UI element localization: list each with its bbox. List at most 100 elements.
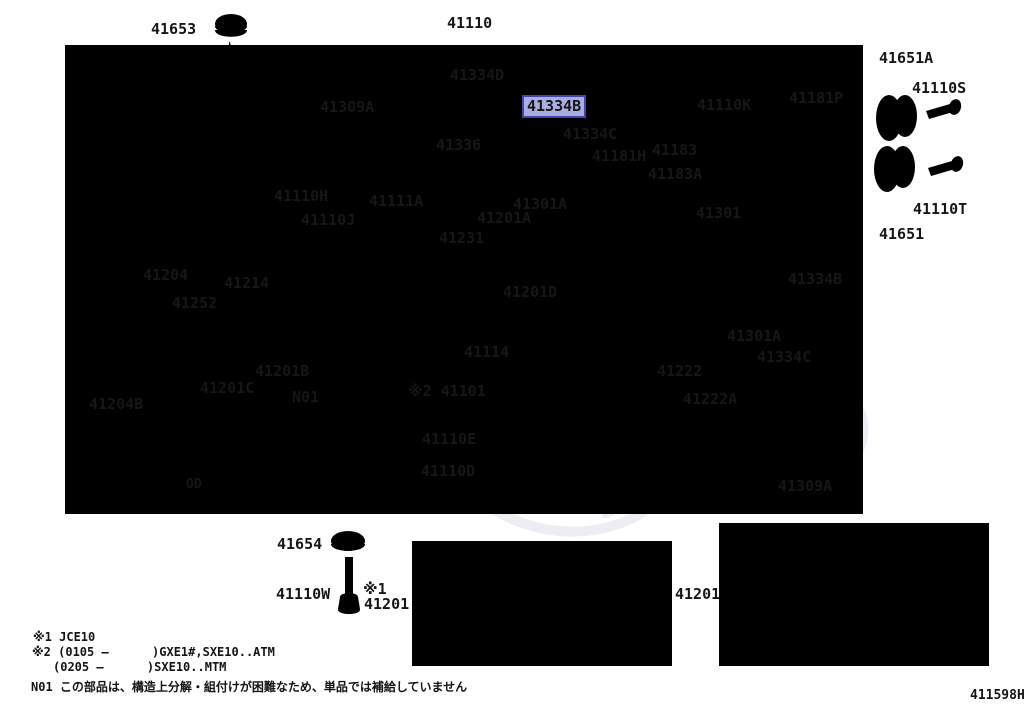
part-label-41222[interactable]: 41222 xyxy=(657,362,703,380)
part-label-41222a[interactable]: 41222A xyxy=(683,390,738,408)
bottom-fasteners xyxy=(331,375,398,614)
part-label-41183a[interactable]: 41183A xyxy=(648,165,703,183)
part-label-41651[interactable]: 41651 xyxy=(879,225,925,243)
part-label-41204b[interactable]: 41204B xyxy=(89,395,144,413)
bolt-41110s-drawing xyxy=(926,99,962,119)
bolt-41110w-drawing xyxy=(338,557,360,614)
oil-seal-41336-drawing xyxy=(477,122,509,158)
plug-41110k-drawing xyxy=(764,92,778,121)
ring-pinion-kit-right-drawing xyxy=(734,535,977,656)
bolt-41222a-drawing xyxy=(693,354,709,374)
part-label-41110[interactable]: 41110 xyxy=(447,14,493,32)
part-label-41183[interactable]: 41183 xyxy=(652,141,698,159)
od-nut-inset-drawing xyxy=(164,430,232,496)
sensor-41222-drawing xyxy=(663,329,691,351)
part-label-41334b-right[interactable]: 41334B xyxy=(788,270,843,288)
bearing-cap-group xyxy=(429,299,846,462)
part-label-41111a[interactable]: 41111A xyxy=(369,192,424,210)
part-label-41336[interactable]: 41336 xyxy=(436,136,482,154)
pin-41111a-drawing xyxy=(439,195,459,205)
side-gear-shaft-drawing xyxy=(378,60,509,158)
figure-number: 411598H xyxy=(970,688,1024,703)
damper-41651a-drawing xyxy=(876,94,917,141)
part-label-41114[interactable]: 41114 xyxy=(464,343,510,361)
drive-pinion-drawing xyxy=(532,219,609,265)
seal-41334b-right-drawing xyxy=(797,313,825,347)
right-column-parts xyxy=(874,94,964,192)
part-label-41110e[interactable]: 41110E xyxy=(422,430,477,448)
plug-41204b-drawing xyxy=(99,353,121,375)
part-label-41301a-right[interactable]: 41301A xyxy=(727,327,782,345)
part-label-41301a-top[interactable]: 41301A xyxy=(513,195,568,213)
ball-stud-n01-drawing xyxy=(334,375,368,416)
direction-arrow xyxy=(96,404,125,462)
part-label-41301[interactable]: 41301 xyxy=(696,204,742,222)
diff-case-ring-gear-drawing xyxy=(615,188,825,347)
bushing-41231-drawing xyxy=(439,259,474,286)
oil-seal-41654-drawing xyxy=(331,531,365,551)
part-label-41231[interactable]: 41231 xyxy=(439,229,485,247)
part-label-41214[interactable]: 41214 xyxy=(224,274,270,292)
gasket-41183-drawing xyxy=(716,148,741,176)
part-label-41101[interactable]: ※2 41101 xyxy=(408,382,486,400)
part-label-41201d[interactable]: 41201D xyxy=(503,283,558,301)
part-label-41334d[interactable]: 41334D xyxy=(450,66,505,84)
housing-small-parts xyxy=(287,195,528,289)
footnote-ref2b: (0205 – )SXE10..MTM xyxy=(53,660,227,674)
slinger-41201c-drawing xyxy=(206,321,232,355)
side-bearing-41301a-drawing xyxy=(736,274,768,312)
bolt-41110d-drawing xyxy=(384,452,398,476)
footnote-n01: N01 この部品は、構造上分解・組付けが困難なため、単品では補給していません xyxy=(31,680,468,694)
breather-41181p-drawing xyxy=(796,119,821,139)
pinion-front-seal-cluster xyxy=(529,141,617,220)
washer-41214-drawing xyxy=(234,314,258,346)
washer-41110j-drawing xyxy=(308,243,324,261)
part-label-41334c-top[interactable]: 41334C xyxy=(563,125,618,143)
footnote-ref1: ※1 JCE10 xyxy=(33,630,96,644)
plug-41110h-drawing xyxy=(287,231,302,252)
part-label-41110h[interactable]: 41110H xyxy=(274,187,329,205)
part-label-41204[interactable]: 41204 xyxy=(143,266,189,284)
part-label-41181h[interactable]: 41181H xyxy=(592,147,647,165)
part-label-41651a[interactable]: 41651A xyxy=(879,49,934,67)
part-label-41110k[interactable]: 41110K xyxy=(697,96,752,114)
rear-bearing-41201a-drawing xyxy=(474,245,512,289)
part-label-41201-mid[interactable]: 41201 xyxy=(675,585,721,603)
companion-flange-row xyxy=(96,302,292,462)
part-label-41201a[interactable]: 41201A xyxy=(477,209,532,227)
part-label-41201b[interactable]: 41201B xyxy=(255,362,310,380)
part-label-n01[interactable]: N01 xyxy=(292,388,320,406)
part-label-41110j[interactable]: 41110J xyxy=(301,211,356,229)
part-label-41110t[interactable]: 41110T xyxy=(913,200,968,218)
oil-seal-41252-drawing xyxy=(171,323,205,367)
part-label-41201-left[interactable]: 41201 xyxy=(364,595,410,613)
ring-pinion-kit-left-drawing xyxy=(424,552,663,657)
part-label-41653[interactable]: 41653 xyxy=(151,20,197,38)
part-label-41201c[interactable]: 41201C xyxy=(200,379,255,397)
front-bearing-41201b-drawing xyxy=(258,302,292,342)
damper-41651-drawing xyxy=(874,145,915,192)
breather-cap-drawing xyxy=(215,14,247,37)
part-label-41252[interactable]: 41252 xyxy=(172,294,218,312)
part-label-41334c-right[interactable]: 41334C xyxy=(757,348,812,366)
snap-ring-41334d-drawing xyxy=(459,104,476,118)
assembly-boxes xyxy=(65,45,989,666)
part-label-41201-ref1[interactable]: ※1 xyxy=(363,580,387,598)
part-label-41334b-hl[interactable]: 41334B xyxy=(522,95,587,118)
bolt-41110t-drawing xyxy=(928,156,964,176)
rear-cover-drawing xyxy=(697,92,860,243)
plug-41183a-drawing xyxy=(697,159,711,166)
part-label-41110d[interactable]: 41110D xyxy=(421,462,476,480)
part-label-41309a-bot[interactable]: 41309A xyxy=(778,477,833,495)
part-label-41110s[interactable]: 41110S xyxy=(912,79,967,97)
footnote-ref2: ※2 (0105 – )GXE1#,SXE10..ATM xyxy=(32,645,275,659)
part-label-41654[interactable]: 41654 xyxy=(277,535,323,553)
part-label-41181p[interactable]: 41181P xyxy=(789,89,844,107)
inner-joint-41309a-drawing xyxy=(752,404,846,462)
part-label-41309a-top[interactable]: 41309A xyxy=(320,98,375,116)
washer-41201d-drawing xyxy=(510,247,528,271)
part-label-41110w[interactable]: 41110W xyxy=(276,585,331,603)
part-label-od-dim[interactable]: OD xyxy=(186,477,202,492)
